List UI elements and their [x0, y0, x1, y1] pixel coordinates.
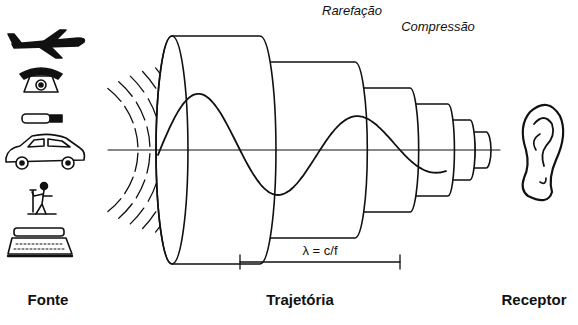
wavefront-arc: [143, 71, 156, 88]
ear-icon: [523, 105, 564, 200]
sine-wave: [158, 94, 446, 195]
wavefront-arc: [135, 153, 138, 171]
wavefront-arc: [125, 177, 133, 193]
wavefront-arc: [147, 127, 150, 147]
airplane-icon: [8, 30, 84, 58]
wavefront-arc: [143, 212, 156, 229]
car-icon: [6, 134, 85, 169]
wavefront-arc: [147, 154, 150, 174]
wavefront-arc: [148, 99, 157, 118]
microphone-icon: [22, 114, 62, 123]
callout-label: Rarefação: [322, 4, 382, 18]
section-label: Trajetória: [266, 292, 334, 309]
jackhammer-icon: [28, 183, 56, 215]
section-label: Fonte: [28, 292, 69, 309]
wavefront-arc: [119, 204, 132, 218]
wavefront-arc: [119, 82, 132, 96]
wavefront-arc: [148, 182, 157, 201]
dimension-label: λ = c/f: [299, 244, 340, 258]
wavefront-arc: [130, 208, 143, 224]
wavefront-arc: [108, 88, 121, 101]
propagation-axis: [108, 149, 500, 150]
wavefront-arc: [135, 129, 138, 147]
callout-label: Compressão: [401, 20, 475, 34]
wavefront-arc: [136, 102, 145, 120]
typewriter-icon: [8, 228, 72, 256]
wavefront-arc: [130, 76, 143, 92]
wavefront-arc: [125, 106, 133, 122]
telephone-icon: [20, 68, 62, 92]
section-label: Receptor: [501, 292, 566, 309]
wavefront-arc: [136, 180, 145, 198]
wavefront-arc: [108, 199, 121, 212]
